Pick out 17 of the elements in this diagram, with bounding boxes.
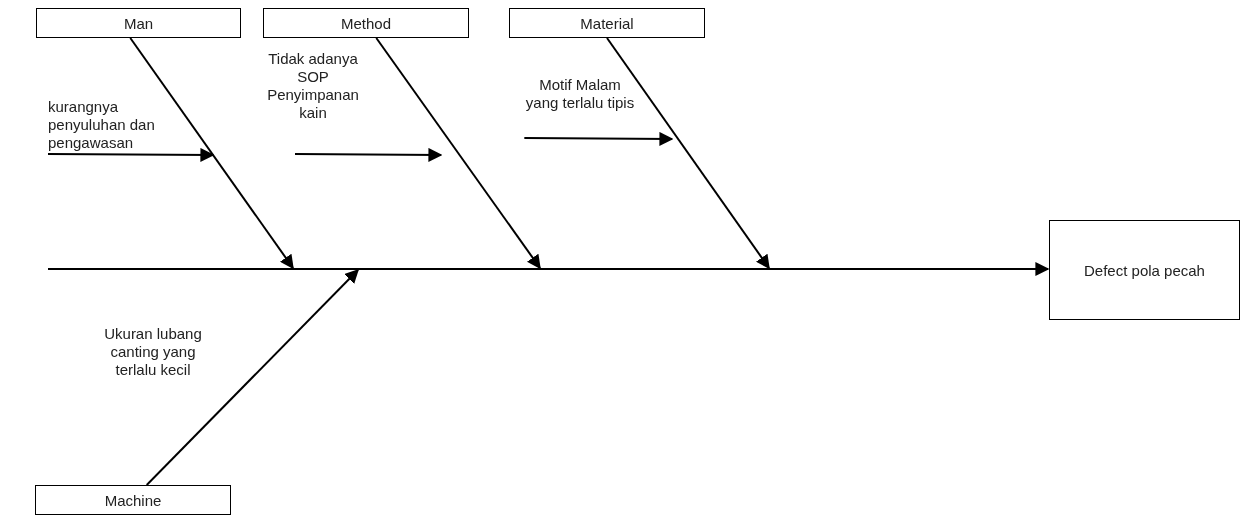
cause-label: kurangnya penyuluhan dan pengawasan — [48, 98, 173, 154]
arrow — [47, 147, 215, 162]
bone-arrow — [129, 37, 294, 270]
category-box: Material — [509, 8, 705, 38]
category-box: Method — [263, 8, 469, 38]
arrow — [523, 131, 674, 146]
bone-arrow — [375, 37, 541, 270]
effect-box: Defect pola pecah — [1049, 220, 1240, 320]
arrow — [294, 147, 443, 162]
category-box: Man — [36, 8, 241, 38]
cause-label: Tidak adanya SOP Penyimpanan kain — [263, 48, 363, 154]
bone-arrow — [145, 269, 359, 486]
cause-label: Motif Malam yang terlalu tipis — [522, 74, 638, 138]
spine-arrow — [47, 262, 1050, 276]
cause-label: Ukuran lubang canting yang terlalu kecil — [96, 325, 210, 381]
category-box: Machine — [35, 485, 231, 515]
bone-arrow — [606, 37, 770, 270]
